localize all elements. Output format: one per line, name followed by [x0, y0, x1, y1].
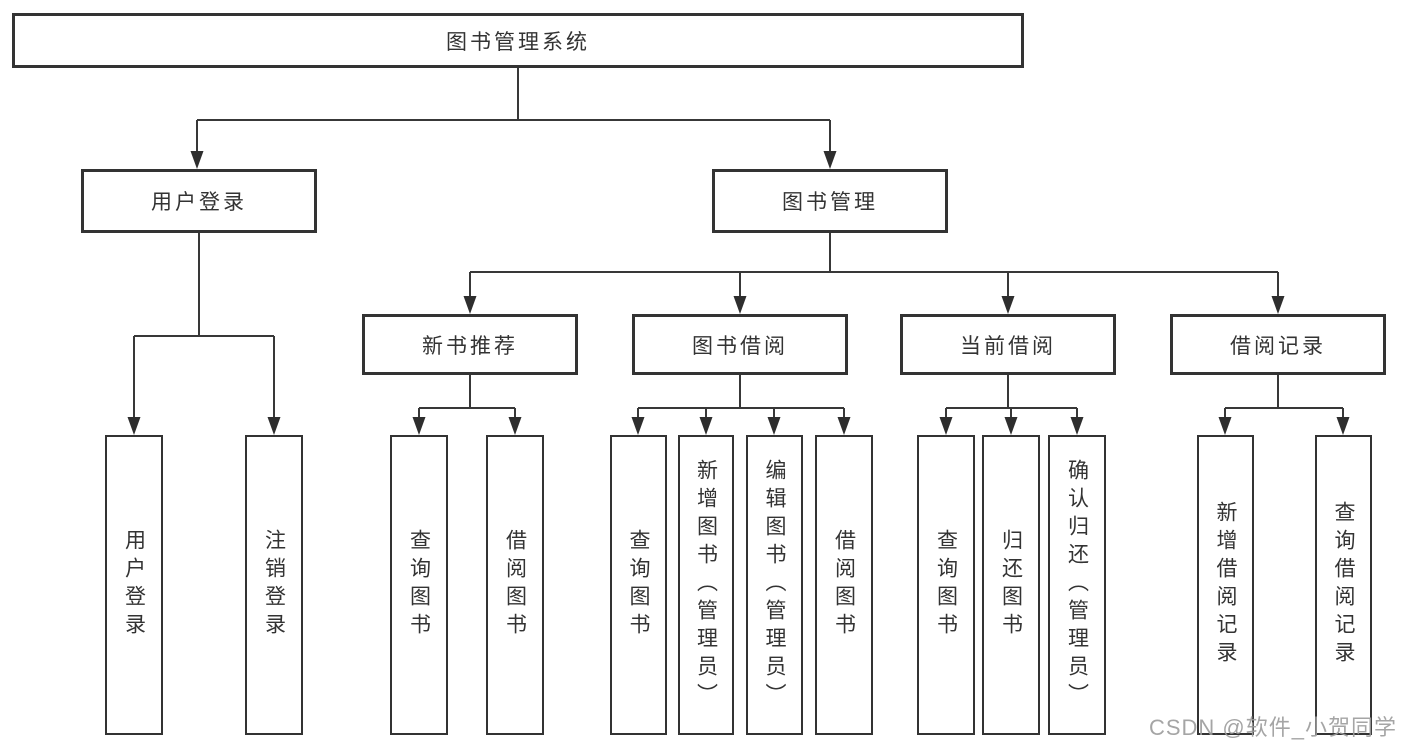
leaf-edit-books-admin: 编辑图书（管理员）	[746, 435, 803, 735]
node-book-management: 图书管理	[712, 169, 948, 233]
node-root: 图书管理系统	[12, 13, 1024, 68]
node-book-borrow: 图书借阅	[632, 314, 848, 375]
node-borrow-records: 借阅记录	[1170, 314, 1386, 375]
leaf-current-query-books: 查询图书	[917, 435, 975, 735]
leaf-logout: 注销登录	[245, 435, 303, 735]
leaf-return-books: 归还图书	[982, 435, 1040, 735]
leaf-recommend-query-books: 查询图书	[390, 435, 448, 735]
node-user-login: 用户登录	[81, 169, 317, 233]
leaf-borrow-query-books: 查询图书	[610, 435, 667, 735]
leaf-add-borrow-record: 新增借阅记录	[1197, 435, 1254, 735]
leaf-recommend-borrow-books: 借阅图书	[486, 435, 544, 735]
leaf-add-books-admin: 新增图书（管理员）	[678, 435, 734, 735]
leaf-query-borrow-record: 查询借阅记录	[1315, 435, 1372, 735]
leaf-confirm-return-admin: 确认归还（管理员）	[1048, 435, 1106, 735]
leaf-user-login: 用户登录	[105, 435, 163, 735]
node-new-book-recommend: 新书推荐	[362, 314, 578, 375]
watermark-text: CSDN @软件_小贺同学	[1148, 715, 1397, 740]
leaf-borrow-books: 借阅图书	[815, 435, 873, 735]
node-current-borrow: 当前借阅	[900, 314, 1116, 375]
